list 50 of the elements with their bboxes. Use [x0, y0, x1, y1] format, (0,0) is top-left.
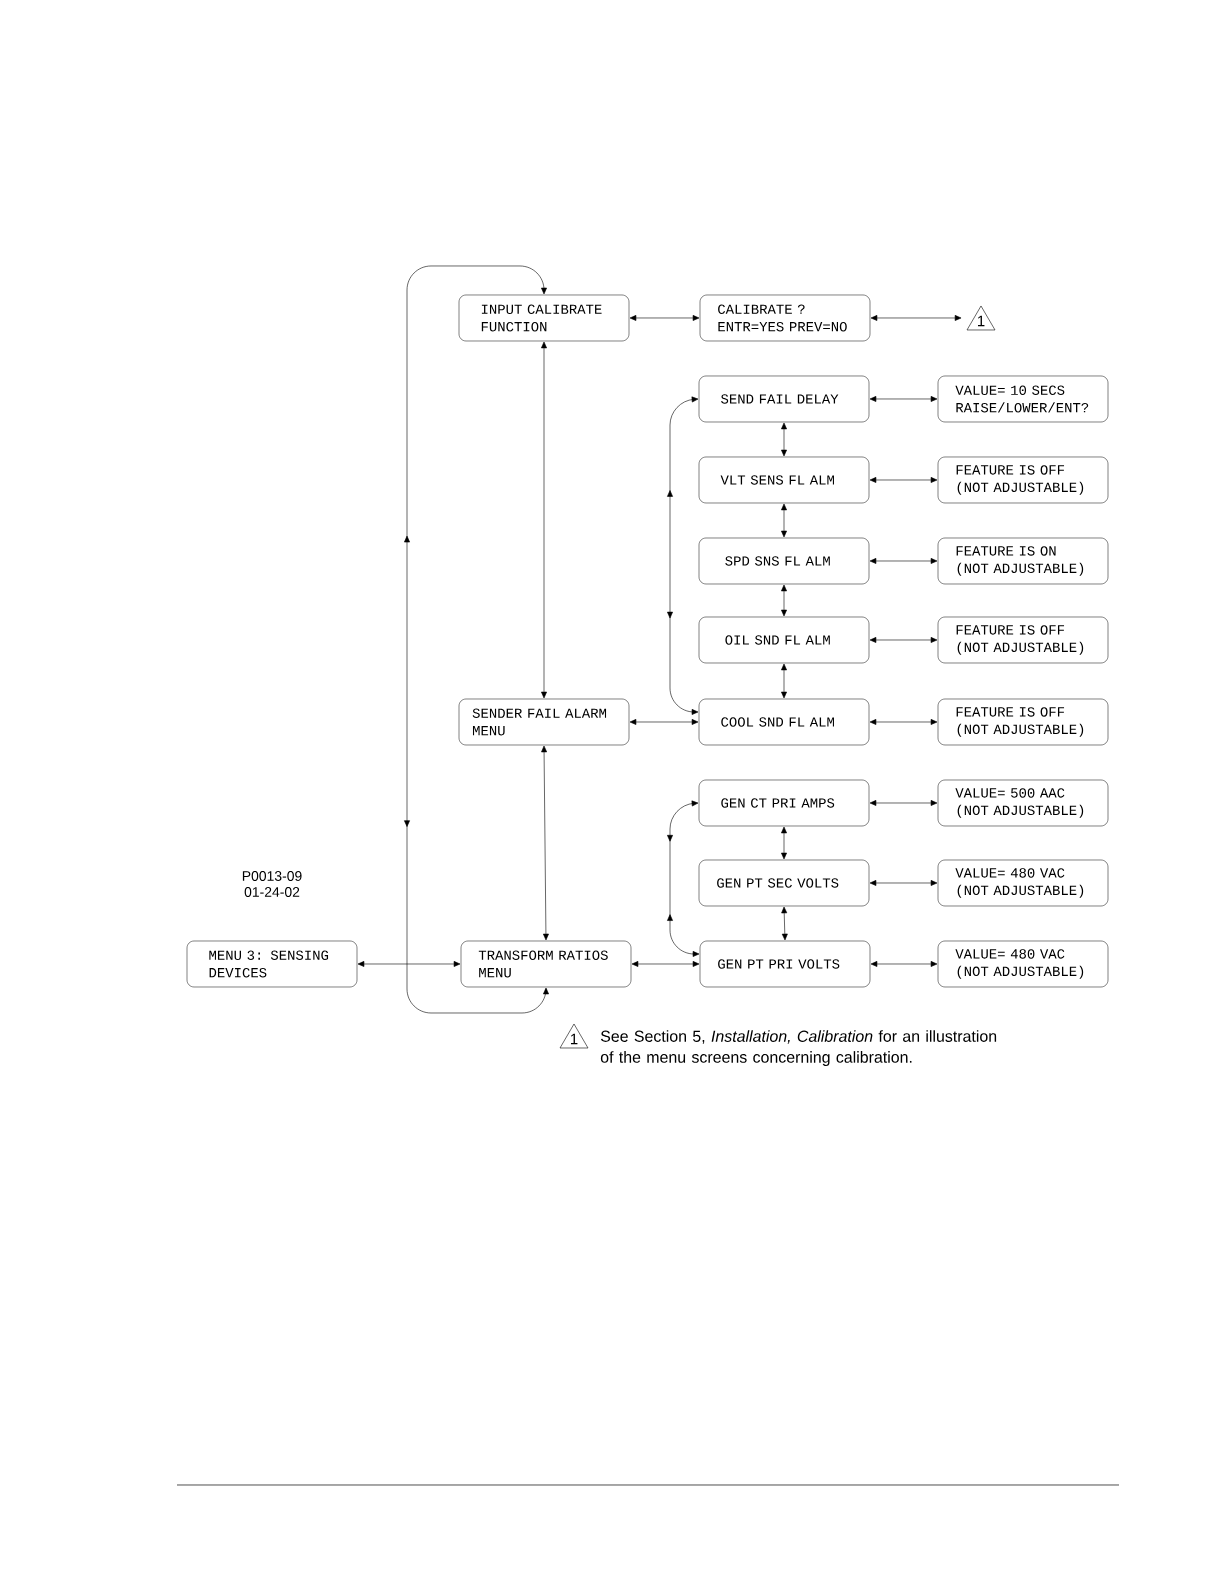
- menu-box: FEATURE IS ON (NOT ADJUSTABLE): [937, 537, 1109, 585]
- menu-box: FEATURE IS OFF (NOT ADJUSTABLE): [937, 698, 1109, 746]
- arrow: [781, 906, 788, 941]
- arrow: [667, 396, 699, 715]
- arrow: [781, 663, 787, 699]
- menu-box: GEN PT SEC VOLTS: [698, 859, 870, 907]
- menu-box: FEATURE IS OFF (NOT ADJUSTABLE): [937, 456, 1109, 504]
- menu-box: CALIBRATE ? ENTR=YES PREV=NO: [699, 294, 871, 342]
- note-triangle: 1: [966, 305, 996, 331]
- arrow: [357, 961, 461, 967]
- arrow: [629, 315, 700, 321]
- code-label: 01-24-02: [244, 887, 300, 897]
- arrow: [870, 315, 962, 321]
- menu-box: SENDER FAIL ALARM MENU: [458, 698, 630, 746]
- arrow: [781, 503, 787, 538]
- arrow: [541, 341, 547, 699]
- arrow: [869, 637, 938, 643]
- menu-box: OIL SND FL ALM: [698, 616, 870, 664]
- menu-box: SPD SNS FL ALM: [698, 537, 870, 585]
- arrow: [667, 800, 700, 957]
- arrow: [541, 745, 549, 941]
- menu-box: COOL SND FL ALM: [698, 698, 870, 746]
- menu-box: VALUE= 500 AAC (NOT ADJUSTABLE): [937, 779, 1109, 827]
- arrow: [869, 719, 938, 725]
- menu-box: INPUT CALIBRATE FUNCTION: [458, 294, 630, 342]
- arrow: [781, 584, 787, 617]
- menu-box: GEN CT PRI AMPS: [698, 779, 870, 827]
- arrow: [869, 880, 938, 886]
- menu-box: GEN PT PRI VOLTS: [699, 940, 871, 988]
- menu-box: VALUE= 480 VAC (NOT ADJUSTABLE): [937, 859, 1109, 907]
- arrow: [869, 558, 938, 564]
- menu-box: VLT SENS FL ALM: [698, 456, 870, 504]
- arrow: [870, 961, 938, 967]
- arrow: [869, 800, 938, 806]
- arrow: [869, 477, 938, 483]
- menu-box: VALUE= 10 SECS RAISE/LOWER/ENT?: [937, 375, 1109, 423]
- arrow: [781, 826, 787, 860]
- arrow: [404, 265, 549, 1014]
- menu-box: VALUE= 480 VAC (NOT ADJUSTABLE): [937, 940, 1109, 988]
- menu-box: TRANSFORM RATIOS MENU: [460, 940, 632, 988]
- note-triangle: 1: [559, 1023, 589, 1049]
- arrow: [781, 422, 787, 457]
- arrow: [869, 396, 938, 402]
- code-label: P0013-09: [242, 871, 302, 881]
- menu-box: FEATURE IS OFF (NOT ADJUSTABLE): [937, 616, 1109, 664]
- footnote: See Section 5, Installation, Calibration for an illustration of the menu screens concerning calibration.: [600, 1030, 997, 1066]
- menu-box: MENU 3: SENSING DEVICES: [186, 940, 358, 988]
- arrow: [629, 719, 699, 725]
- menu-box: SEND FAIL DELAY: [698, 375, 870, 423]
- arrow: [631, 961, 700, 967]
